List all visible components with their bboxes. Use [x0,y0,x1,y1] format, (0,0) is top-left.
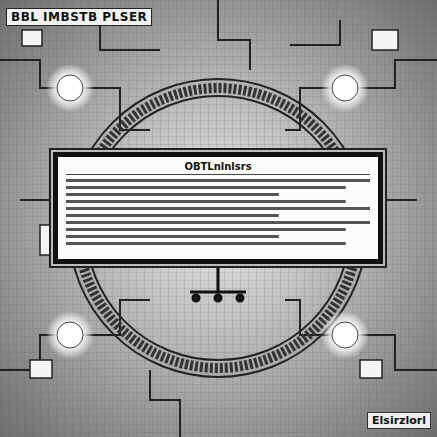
monitor-screen: OBTLnlnlsrs [53,152,383,264]
diagram-title: BBL IMBSTB PLSER [6,8,152,26]
corner-label: Elsirzlorl [367,412,431,429]
chips [22,30,398,378]
screen-stand [190,268,246,301]
screen-text-lines [66,179,370,249]
screen-heading: OBTLnlnlsrs [66,161,370,175]
label-group: Elsirzlorl [367,412,431,429]
